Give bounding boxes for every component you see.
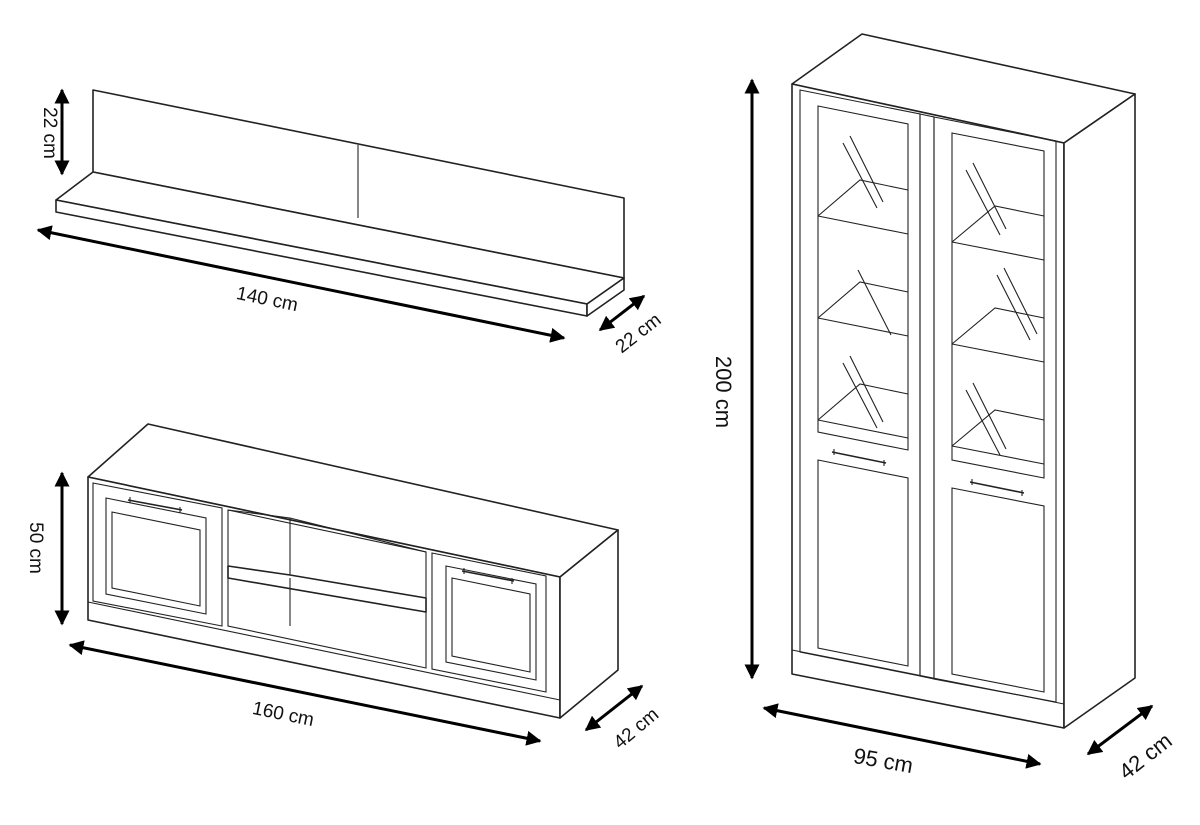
cabinet-depth-label: 42 cm <box>1114 728 1177 785</box>
cabinet-front <box>791 83 1065 729</box>
tv-unit-width-arrow <box>68 640 542 746</box>
tv-unit-height-label: 50 cm <box>25 522 46 574</box>
cabinet-left-glass <box>817 105 909 451</box>
tv-unit-left-door <box>92 482 223 627</box>
cabinet-width-arrow <box>762 703 1042 769</box>
cabinet-right-handle <box>969 481 1025 494</box>
tv-unit <box>87 423 619 719</box>
tv-unit-left-handle <box>127 499 183 511</box>
shelf-depth-label: 22 cm <box>612 309 666 357</box>
cabinet-height-label: 200 cm <box>711 356 736 428</box>
wall-shelf <box>55 89 625 317</box>
cabinet-right-door <box>933 116 1057 703</box>
shelf-depth-arrow <box>598 294 646 332</box>
shelf-width-arrow <box>36 225 566 343</box>
tv-unit-depth-arrow <box>584 684 644 732</box>
cabinet-right-glass <box>951 132 1045 479</box>
tv-unit-width-label: 160 cm <box>250 698 315 731</box>
tv-unit-right-door <box>431 552 547 693</box>
tv-unit-right-handle <box>461 570 515 582</box>
cabinet-left-handle <box>831 451 887 464</box>
tv-unit-depth-label: 42 cm <box>610 704 663 753</box>
display-cabinet <box>791 33 1136 729</box>
cabinet-width-label: 95 cm <box>852 743 915 778</box>
cabinet-depth-arrow <box>1086 704 1154 756</box>
shelf-width-label: 140 cm <box>234 283 299 316</box>
tv-unit-side <box>559 529 619 719</box>
shelf-height-label: 22 cm <box>39 107 60 159</box>
cabinet-side <box>1063 93 1136 729</box>
